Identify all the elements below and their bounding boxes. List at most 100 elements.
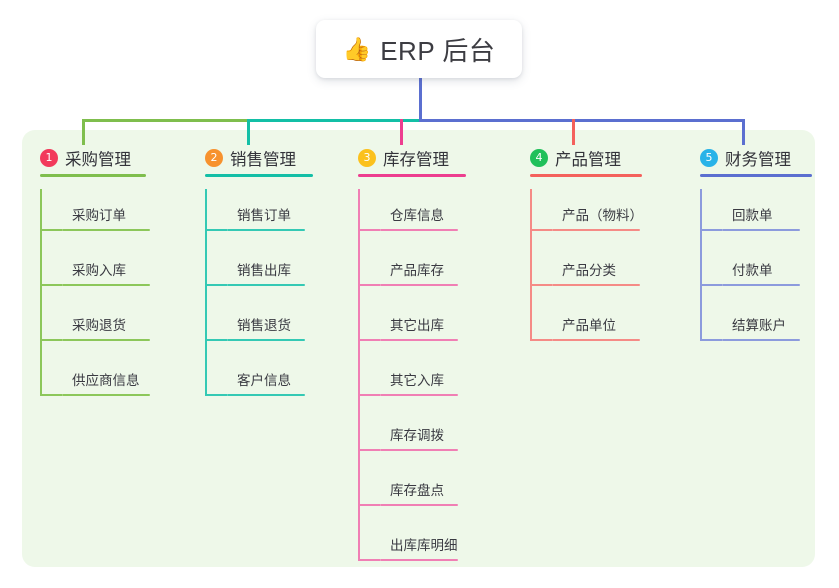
- branch-item-underline: [380, 284, 458, 286]
- branch-item-connector: [530, 339, 552, 341]
- branch-item-underline: [227, 339, 305, 341]
- branch-item-connector: [358, 339, 380, 341]
- branch-item-underline: [380, 559, 458, 561]
- branch-title-label: 采购管理: [65, 151, 131, 169]
- branch-item-connector: [205, 339, 227, 341]
- branch-item[interactable]: 库存调拨: [358, 409, 458, 464]
- branch-item[interactable]: 销售出库: [205, 244, 305, 299]
- branch-item[interactable]: 采购入库: [40, 244, 150, 299]
- branch-spine: [205, 189, 207, 395]
- bus-segment: [572, 119, 744, 122]
- branch-item-underline: [227, 284, 305, 286]
- root-node-label: ERP 后台: [380, 35, 496, 66]
- branch-item-label: 采购订单: [72, 208, 126, 223]
- branch-item-underline: [380, 504, 458, 506]
- root-node-erp-backend[interactable]: 👍 ERP 后台: [316, 20, 522, 78]
- branch-item[interactable]: 付款单: [700, 244, 800, 299]
- branch-spine: [358, 189, 360, 560]
- branch-item-connector: [358, 559, 380, 561]
- branch-header-underline: [205, 174, 313, 177]
- branch-item[interactable]: 客户信息: [205, 354, 305, 409]
- branch-item[interactable]: 库存盘点: [358, 464, 458, 519]
- branch-item-underline: [380, 394, 458, 396]
- branch-item[interactable]: 其它出库: [358, 299, 458, 354]
- branch-item[interactable]: 其它入库: [358, 354, 458, 409]
- branch-item-label: 客户信息: [237, 373, 291, 388]
- bus-segment: [419, 119, 574, 122]
- branch-item-label: 产品库存: [390, 263, 444, 278]
- branch-header-4[interactable]: 4 产品管理: [530, 143, 642, 177]
- branch-item[interactable]: 供应商信息: [40, 354, 150, 409]
- branch-item-label: 其它出库: [390, 318, 444, 333]
- branch-item-connector: [205, 229, 227, 231]
- branch-item-list: 产品（物料） 产品分类产品单位: [530, 189, 643, 354]
- branch-item[interactable]: 产品（物料）: [530, 189, 643, 244]
- branch-title-label: 财务管理: [725, 151, 791, 169]
- branch-header-underline: [530, 174, 642, 177]
- branch-header-1[interactable]: 1 采购管理: [40, 143, 146, 177]
- branch-item-connector: [358, 504, 380, 506]
- branch-item-connector: [530, 284, 552, 286]
- branch-item-connector: [40, 284, 62, 286]
- branch-item-underline: [552, 284, 640, 286]
- branch-number-badge: 1: [40, 149, 58, 167]
- bus-segment: [82, 119, 249, 122]
- branch-item-connector: [358, 449, 380, 451]
- branch-drop-5: [742, 119, 745, 145]
- root-stem: [419, 78, 422, 122]
- branch-item-connector: [205, 394, 227, 396]
- branch-item[interactable]: 出库库明细: [358, 519, 458, 574]
- branch-item-underline: [227, 394, 305, 396]
- branch-item[interactable]: 采购退货: [40, 299, 150, 354]
- branch-item-connector: [358, 394, 380, 396]
- branch-item[interactable]: 产品分类: [530, 244, 640, 299]
- branch-item[interactable]: 产品库存: [358, 244, 458, 299]
- branch-item-connector: [530, 229, 552, 231]
- branch-spine: [530, 189, 532, 340]
- branch-item-label: 产品单位: [562, 318, 616, 333]
- branch-drop-3: [400, 119, 403, 145]
- branch-item-underline: [62, 339, 150, 341]
- branch-item-label: 供应商信息: [72, 373, 140, 388]
- branch-item-underline: [722, 229, 800, 231]
- branch-title-label: 产品管理: [555, 151, 621, 169]
- branch-column-1: 1 采购管理采购订单采购入库采购退货供应商信息: [40, 143, 150, 409]
- branch-item[interactable]: 产品单位: [530, 299, 640, 354]
- branch-item-label: 库存调拨: [390, 428, 444, 443]
- branch-item-connector: [700, 229, 722, 231]
- branch-item[interactable]: 结算账户: [700, 299, 800, 354]
- branch-drop-1: [82, 119, 85, 145]
- branch-item-label: 销售出库: [237, 263, 291, 278]
- branch-item[interactable]: 采购订单: [40, 189, 150, 244]
- branch-item-underline: [380, 449, 458, 451]
- branch-item[interactable]: 销售退货: [205, 299, 305, 354]
- branch-item-list: 仓库信息产品库存其它出库其它入库库存调拨库存盘点出库库明细: [358, 189, 458, 574]
- branch-item-label: 出库库明细: [390, 538, 458, 553]
- branch-item[interactable]: 销售订单: [205, 189, 305, 244]
- branch-spine: [700, 189, 702, 340]
- branch-item[interactable]: 仓库信息: [358, 189, 458, 244]
- branch-item-connector: [40, 394, 62, 396]
- branch-item-label: 产品（物料）: [562, 208, 643, 223]
- branch-header-underline: [700, 174, 812, 177]
- branch-item-underline: [380, 229, 458, 231]
- branch-title-label: 库存管理: [383, 151, 449, 169]
- branch-item-label: 库存盘点: [390, 483, 444, 498]
- branch-item[interactable]: 回款单: [700, 189, 800, 244]
- branch-drop-4: [572, 119, 575, 145]
- branch-number-badge: 4: [530, 149, 548, 167]
- branch-item-label: 销售退货: [237, 318, 291, 333]
- branch-item-label: 仓库信息: [390, 208, 444, 223]
- branch-item-list: 销售订单销售出库销售退货客户信息: [205, 189, 305, 409]
- branch-item-underline: [722, 339, 800, 341]
- branch-header-underline: [40, 174, 146, 177]
- branches-panel: [22, 130, 815, 567]
- branch-column-4: 4 产品管理产品（物料） 产品分类产品单位: [530, 143, 643, 354]
